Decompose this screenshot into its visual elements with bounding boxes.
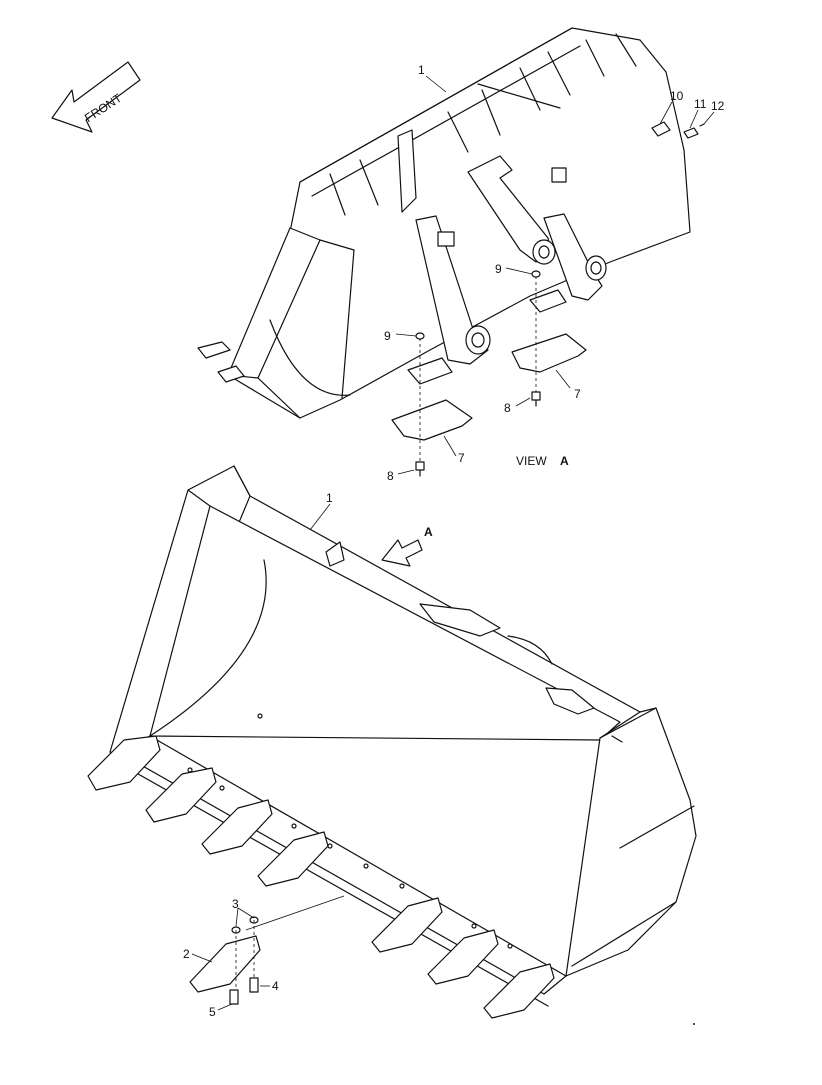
callout-8-right: 8 bbox=[504, 401, 511, 415]
callout-8-left: 8 bbox=[387, 469, 394, 483]
view-arrow-label: A bbox=[424, 525, 433, 539]
callout-12: 12 bbox=[711, 99, 725, 113]
callout-1-bottom: 1 bbox=[326, 491, 333, 505]
callout-2: 2 bbox=[183, 947, 190, 961]
callout-9-left: 9 bbox=[384, 329, 391, 343]
callout-3: 3 bbox=[232, 897, 239, 911]
callout-7-left: 7 bbox=[458, 451, 465, 465]
callout-1-top: 1 bbox=[418, 63, 425, 77]
callout-11: 11 bbox=[694, 97, 707, 111]
callout-9-right: 9 bbox=[495, 262, 502, 276]
callout-4: 4 bbox=[272, 979, 279, 993]
callout-5: 5 bbox=[209, 1005, 216, 1019]
view-caption-prefix: VIEW bbox=[516, 454, 547, 468]
bucket-rear-view bbox=[197, 27, 691, 419]
bucket-front-view bbox=[109, 465, 697, 1007]
small-parts-10-12 bbox=[651, 121, 705, 139]
view-a-caption: VIEW A bbox=[516, 454, 569, 468]
bolt-icon bbox=[415, 391, 541, 477]
leader-lines-bottom bbox=[191, 503, 345, 1011]
wear-plate-left bbox=[391, 399, 473, 441]
exploded-tooth-assembly bbox=[189, 916, 261, 1005]
callout-numbers: 1 10 11 12 9 9 7 8 7 8 1 3 2 4 5 bbox=[183, 63, 725, 1019]
front-direction-arrow: FRONT bbox=[51, 61, 141, 133]
stray-dot bbox=[693, 1023, 695, 1025]
wear-plate-right bbox=[511, 333, 587, 373]
view-caption-letter: A bbox=[560, 454, 569, 468]
leader-lines-top bbox=[395, 75, 715, 475]
callout-10: 10 bbox=[670, 89, 684, 103]
callout-7-right: 7 bbox=[574, 387, 581, 401]
bucket-teeth bbox=[87, 735, 555, 1019]
view-a-arrow: A bbox=[381, 525, 433, 567]
